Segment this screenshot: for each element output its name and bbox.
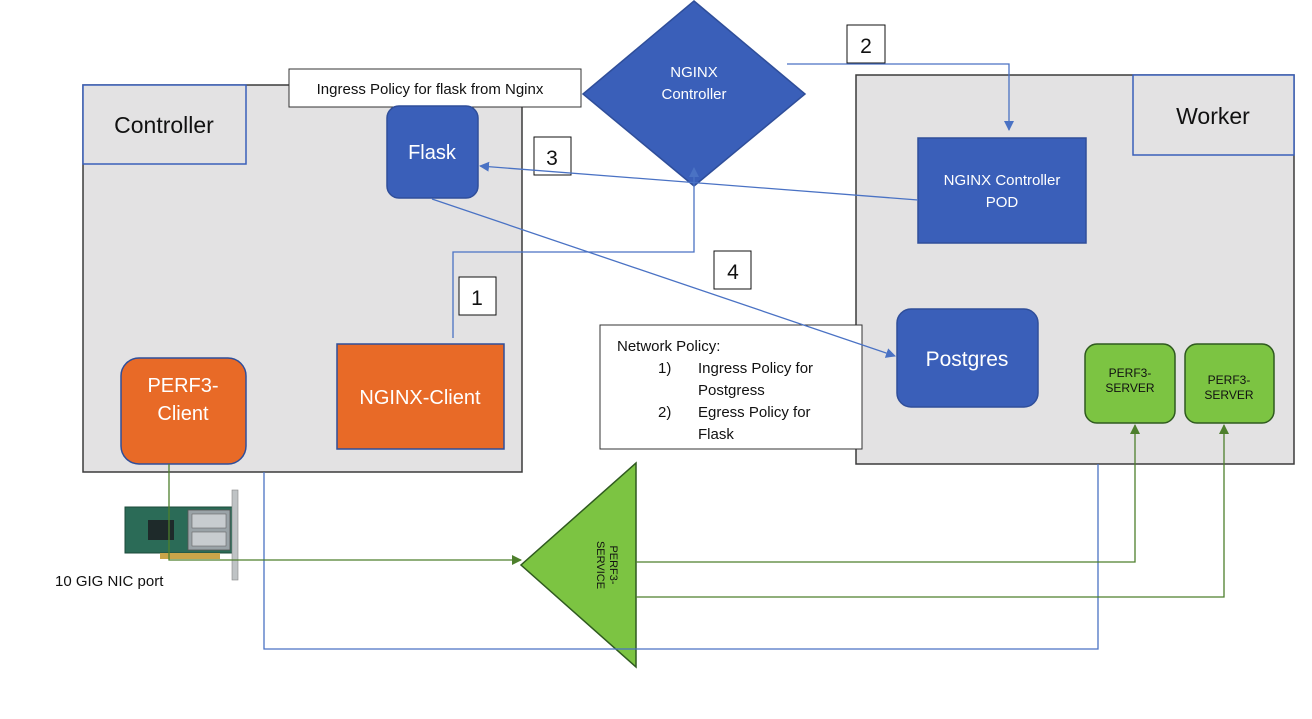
controller-label: Controller bbox=[114, 112, 214, 138]
perf3-client-line2: Client bbox=[157, 403, 209, 425]
connector-service-to-server-1 bbox=[636, 424, 1140, 563]
controller-label-box bbox=[82, 84, 247, 165]
ingress-policy-text: Ingress Policy for flask from Nginx bbox=[317, 81, 544, 98]
step-1-label: 1 bbox=[471, 287, 483, 310]
perf3-server-1-line1: PERF3- bbox=[1109, 366, 1152, 380]
nginx-controller-pod-line1: NGINX Controller bbox=[944, 172, 1061, 189]
perf3-server-2-line2: SERVER bbox=[1204, 388, 1253, 402]
nginx-client-label: NGINX-Client bbox=[359, 387, 481, 409]
step-2-box bbox=[846, 24, 886, 64]
network-policy-item2-line2: Flask bbox=[698, 426, 734, 443]
postgres-label: Postgres bbox=[926, 348, 1009, 371]
nginx-client-box bbox=[336, 343, 505, 450]
nic-label: 10 GIG NIC port bbox=[55, 573, 164, 590]
network-policy-item2-num: 2) bbox=[658, 404, 671, 421]
perf3-service-triangle bbox=[519, 461, 637, 669]
step-2-label: 2 bbox=[860, 35, 872, 58]
network-policy-item1-line1: Ingress Policy for bbox=[698, 360, 813, 377]
connector-controller-to-worker-bottom bbox=[263, 464, 1099, 650]
flask-box bbox=[386, 105, 479, 199]
flask-label: Flask bbox=[408, 142, 457, 164]
connector-flask-to-postgres bbox=[431, 198, 896, 358]
network-policy-item1-num: 1) bbox=[658, 360, 671, 377]
step-4-label: 4 bbox=[727, 261, 739, 284]
connector-pod-to-flask bbox=[479, 161, 919, 201]
nginx-controller-line2: Controller bbox=[661, 86, 726, 103]
perf3-client-box bbox=[120, 357, 247, 465]
connector-controller-to-pod bbox=[787, 63, 1014, 131]
network-policy-note bbox=[599, 324, 863, 450]
perf3-client-line1: PERF3- bbox=[147, 375, 218, 397]
nic-card-image bbox=[124, 489, 239, 581]
step-1-box bbox=[458, 276, 497, 316]
step-3-label: 3 bbox=[546, 147, 558, 170]
network-policy-item1-line2: Postgress bbox=[698, 382, 765, 399]
perf3-server-1-line2: SERVER bbox=[1105, 381, 1154, 395]
perf3-service-line1: PERF3- bbox=[607, 545, 619, 584]
step-4-box bbox=[713, 250, 752, 290]
nginx-controller-line1: NGINX bbox=[670, 64, 718, 81]
nginx-controller-pod-box bbox=[917, 137, 1087, 244]
worker-label-box bbox=[1132, 74, 1295, 156]
perf3-server-2-box bbox=[1184, 343, 1275, 424]
network-policy-item2-line1: Egress Policy for bbox=[698, 404, 811, 421]
connector-nginx-client-to-controller bbox=[452, 167, 699, 338]
perf3-server-1-box bbox=[1084, 343, 1176, 424]
perf3-server-2-line1: PERF3- bbox=[1208, 373, 1251, 387]
worker-label: Worker bbox=[1176, 103, 1250, 129]
nginx-controller-pod-line2: POD bbox=[986, 194, 1019, 211]
connector-service-to-server-2 bbox=[636, 424, 1229, 598]
perf3-service-line2: SERVICE bbox=[594, 541, 606, 589]
connector-client-to-service bbox=[168, 464, 522, 565]
step-3-box bbox=[533, 136, 572, 176]
postgres-box bbox=[896, 308, 1039, 408]
network-policy-title: Network Policy: bbox=[617, 338, 720, 355]
